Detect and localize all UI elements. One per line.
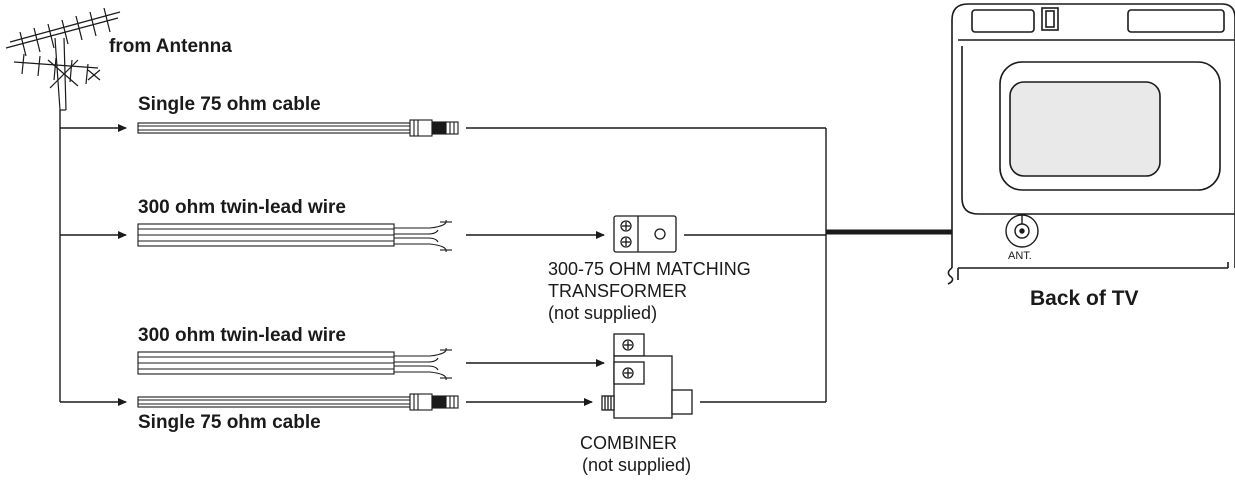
antenna-icon [5,7,121,111]
back-of-tv-label: Back of TV [1030,287,1139,310]
matching-transformer-icon [613,215,677,253]
twin-lead-cable-1 [137,219,452,253]
cable-75-bottom-label: Single 75 ohm cable [138,412,321,433]
ant-jack-label: ANT. [1008,250,1032,262]
transformer-label-line2: TRANSFORMER [548,281,687,301]
tv-back-icon [947,3,1235,285]
spade-lug-icon [394,219,452,253]
ant-jack-icon [1005,214,1039,248]
twin-lead-cable-2 [137,347,452,381]
transformer-label-line3: (not supplied) [548,303,658,323]
coax-cable-top [137,119,459,137]
combiner-label-line2: (not supplied) [582,455,692,475]
cable-75-top-label: Single 75 ohm cable [138,94,321,115]
twin-lead-2-label: 300 ohm twin-lead wire [138,325,346,346]
coax-plug-icon [409,119,459,137]
combiner-label-line1: COMBINER [580,433,678,453]
coax-cable-bottom [137,393,459,411]
coax-plug-icon [409,393,459,411]
distribution-lines [59,110,127,406]
combiner-icon [601,333,693,419]
transformer-label-line1: 300-75 OHM MATCHING [548,259,751,279]
twin-lead-1-label: 300 ohm twin-lead wire [138,197,346,218]
spade-lug-icon [394,347,452,381]
from-antenna-label: from Antenna [109,36,232,57]
